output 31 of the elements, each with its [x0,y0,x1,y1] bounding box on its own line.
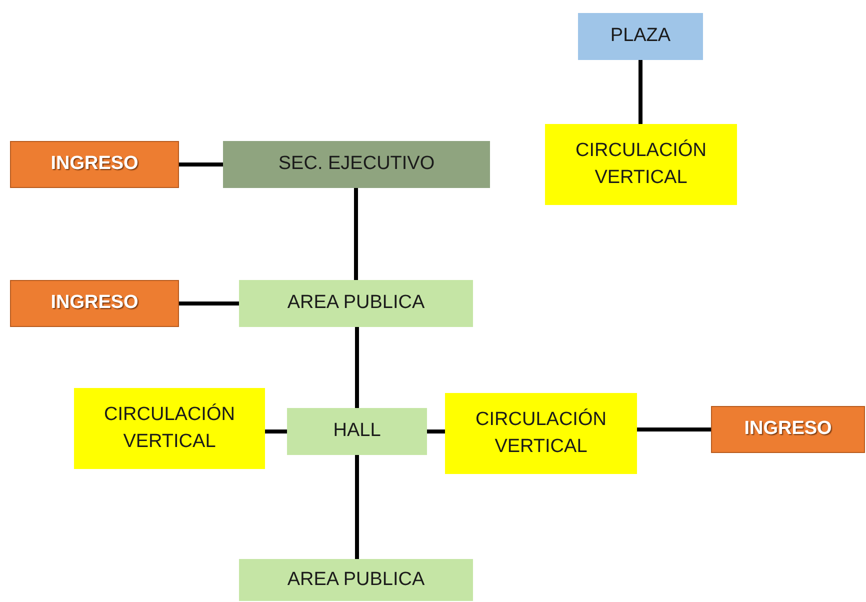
box-label: INGRESO [50,152,138,176]
connector-line [427,430,445,434]
box-label: CIRCULACIÓN VERTICAL [574,138,708,190]
process-box [578,13,703,60]
entrance-box [10,280,179,327]
process-box [223,141,490,188]
box-label: PLAZA [610,24,671,48]
connector-line [354,188,358,280]
box-label: AREA PUBLICA [287,291,425,316]
connector-line [179,302,239,306]
box-label: CIRCULACIÓN VERTICAL [474,408,608,458]
process-box [545,124,737,205]
connector-line [355,455,359,559]
box-label: INGRESO [744,417,832,442]
connector-line [179,162,223,166]
box-label: AREA PUBLICA [287,568,425,592]
entrance-box [10,141,179,188]
box-label: HALL [333,419,381,444]
box-label: SEC. EJECUTIVO [278,152,435,176]
box-label: INGRESO [50,291,138,316]
process-box [239,559,473,601]
connector-line [265,430,287,434]
connector-line [637,428,711,432]
connector-line [355,327,359,408]
process-box [445,393,637,474]
box-label: CIRCULACIÓN VERTICAL [103,402,236,454]
connector-line [638,60,642,124]
entrance-box [711,406,865,453]
process-box [287,408,427,455]
process-box [74,388,265,469]
process-box [239,280,473,327]
